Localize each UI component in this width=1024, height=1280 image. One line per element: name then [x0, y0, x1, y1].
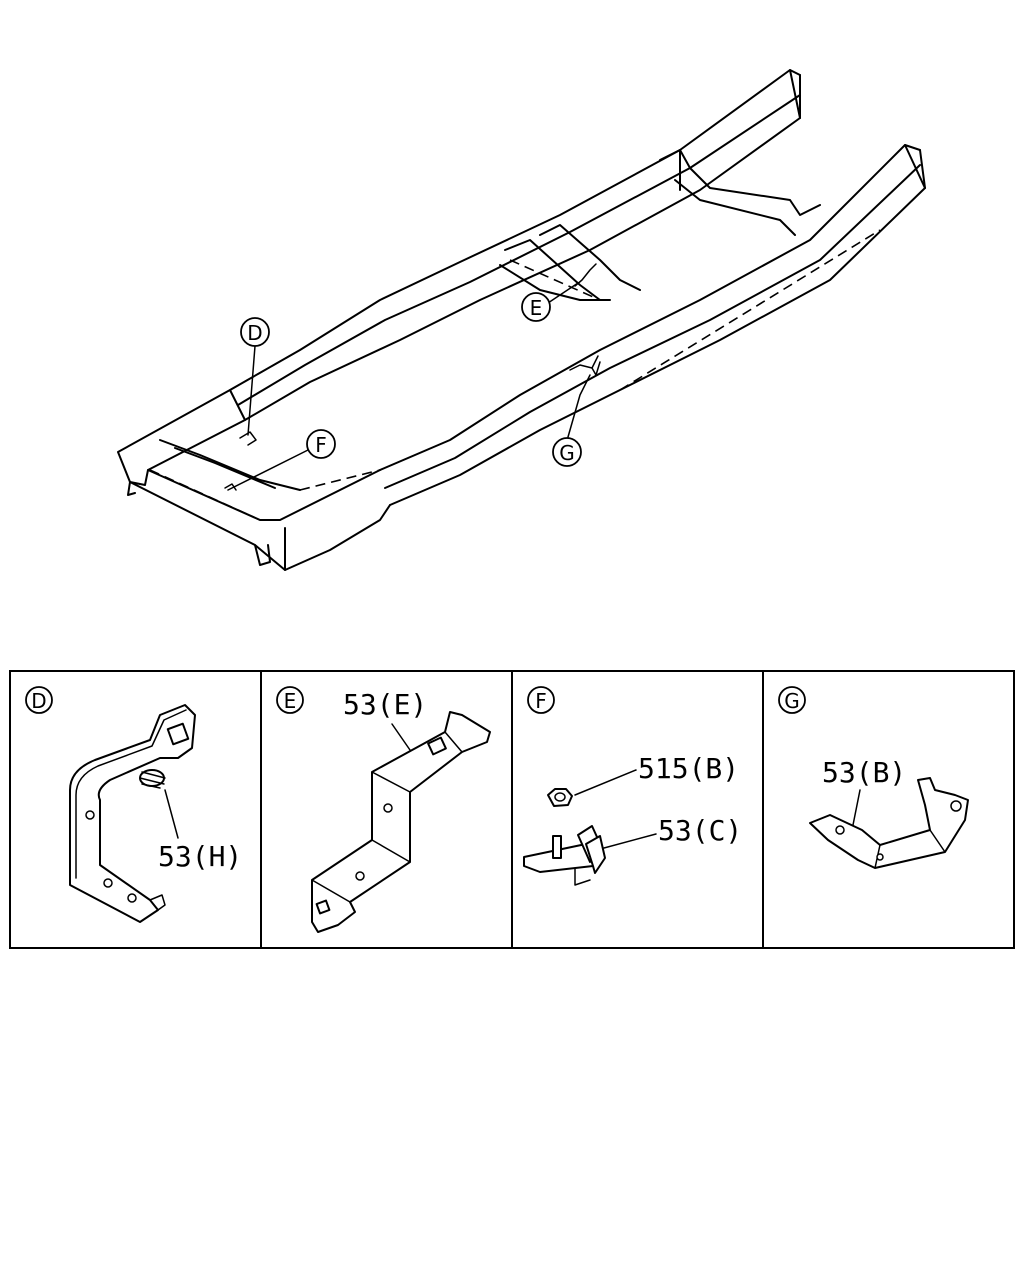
front-crossmember: [117, 349, 391, 571]
part-label-515b: 515(B): [638, 752, 739, 785]
panel-g: G 53(B): [778, 686, 969, 869]
callout-e: E: [521, 292, 551, 322]
callout-d-label: D: [247, 321, 262, 345]
panel-d: D 53(H): [25, 686, 242, 923]
callout-g: G: [552, 437, 582, 467]
nut-515b: [547, 788, 573, 807]
chassis-frame: [117, 69, 926, 571]
callout-g-label: G: [559, 441, 575, 465]
bracket-d: [69, 704, 196, 923]
callout-e-label: E: [530, 296, 543, 320]
bracket-53b: [809, 777, 969, 869]
callout-f-label: F: [315, 433, 327, 457]
callout-f: F: [306, 429, 336, 459]
bracket-e: [311, 711, 491, 933]
panel-f-letter: F: [535, 689, 547, 713]
part-label-53h: 53(H): [158, 840, 242, 873]
panel-d-letter: D: [31, 689, 46, 713]
panel-e-letter: E: [284, 689, 297, 713]
part-label-53b: 53(B): [822, 756, 906, 789]
detail-panels-frame: [9, 670, 1015, 949]
panel-g-letter: G: [784, 689, 800, 713]
bracket-53c: [523, 825, 606, 886]
cross-members: [499, 149, 821, 301]
part-label-53c: 53(C): [658, 814, 742, 847]
panel-e: E 53(E): [276, 686, 491, 933]
callout-leaders: [227, 282, 591, 491]
right-side-rail: [379, 144, 926, 506]
panel-f: F 515(B) 53(C): [523, 686, 742, 886]
stud-53h: [139, 769, 166, 789]
part-label-53e: 53(E): [343, 688, 427, 721]
callout-d: D: [240, 317, 270, 347]
